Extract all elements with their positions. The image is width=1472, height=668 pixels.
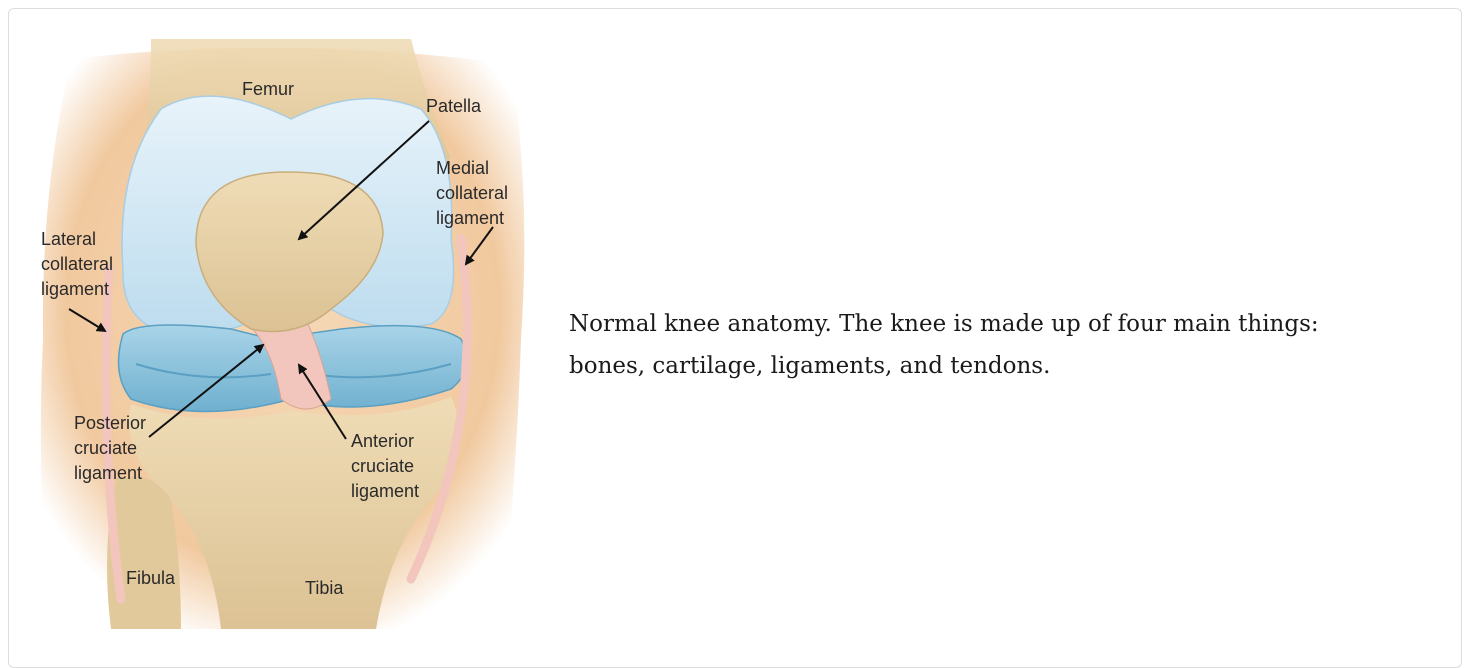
label-fibula: Fibula <box>126 568 176 588</box>
label-tibia: Tibia <box>305 578 344 598</box>
label-medial-collateral-1: Medial <box>436 158 489 178</box>
label-lateral-collateral-3: ligament <box>41 279 109 299</box>
figure-caption: Normal knee anatomy. The knee is made up… <box>569 303 1429 387</box>
label-lateral-collateral-2: collateral <box>41 254 113 274</box>
label-medial-collateral-3: ligament <box>436 208 504 228</box>
label-posterior-cruciate-1: Posterior <box>74 413 146 433</box>
content-card: Femur Patella Medial collateral ligament… <box>8 8 1462 668</box>
label-femur: Femur <box>242 79 294 99</box>
label-anterior-cruciate-2: cruciate <box>351 456 414 476</box>
label-posterior-cruciate-2: cruciate <box>74 438 137 458</box>
label-patella: Patella <box>426 96 482 116</box>
caption-line-1: Normal knee anatomy. The knee is made up… <box>569 303 1429 345</box>
label-lateral-collateral-1: Lateral <box>41 229 96 249</box>
label-medial-collateral-2: collateral <box>436 183 508 203</box>
label-anterior-cruciate-3: ligament <box>351 481 419 501</box>
knee-anatomy-illustration: Femur Patella Medial collateral ligament… <box>31 39 541 639</box>
knee-anatomy-figure: Femur Patella Medial collateral ligament… <box>31 39 541 639</box>
caption-line-2: bones, cartilage, ligaments, and tendons… <box>569 345 1429 387</box>
label-anterior-cruciate-1: Anterior <box>351 431 414 451</box>
label-posterior-cruciate-3: ligament <box>74 463 142 483</box>
